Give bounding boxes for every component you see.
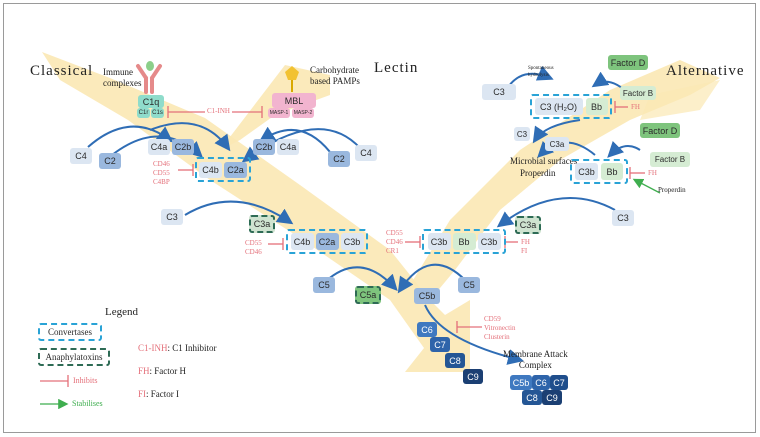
lectin-c2-box: C2 xyxy=(328,151,350,167)
alt-c3a-anaphylatoxin: C3a xyxy=(515,216,541,234)
fluid-phase-c3-convertase: C3 (H₂O) Bb xyxy=(530,94,612,119)
c7-box: C7 xyxy=(430,337,450,352)
alt-bb-box: Bb xyxy=(585,98,608,115)
classical-flow-arrow xyxy=(42,52,470,372)
alternative-c5-convertase: C3b Bb C3b xyxy=(422,229,506,254)
c1inh-label: C1-INH xyxy=(205,107,232,115)
c3-convertase-classical: C4b C2a xyxy=(195,157,251,182)
mac-c8-box: C8 xyxy=(522,390,542,405)
alt-c3-box: C3 xyxy=(482,84,516,100)
c2a-box: C2a xyxy=(224,161,247,178)
alternative-pathway-title: Alternative xyxy=(666,63,745,79)
classical-c4-box: C4 xyxy=(70,148,92,164)
legend-fh: FH: Factor H xyxy=(138,366,187,376)
c5conv-c4b-box: C4b xyxy=(290,233,314,250)
c5b-box: C5b xyxy=(414,288,440,304)
antibody-icon xyxy=(136,64,162,94)
lectin-c4a-box: C4a xyxy=(277,139,299,155)
alt-c3b-box: C3b xyxy=(575,163,598,180)
c5-right-arc xyxy=(397,263,466,294)
altc5-c3b2-box: C3b xyxy=(477,233,501,250)
classical-c3a-anaphylatoxin: C3a xyxy=(249,215,275,233)
c3h2o-box: C3 (H₂O) xyxy=(534,98,583,115)
lectin-c2b-box: C2b xyxy=(253,139,275,155)
alt-fh-label-1: FH xyxy=(631,103,640,111)
c1r-box: C1r xyxy=(137,108,150,118)
pamp-icon xyxy=(285,66,299,80)
classical-c2b-box: C2b xyxy=(172,139,194,155)
classical-c5-convertase: C4b C2a C3b xyxy=(286,229,368,254)
legend-c1inh: C1-INH: C1 Inhibitor xyxy=(138,343,217,353)
mac-c9-box: C9 xyxy=(542,390,562,405)
classical-c4-arc xyxy=(87,125,174,148)
alt-c3-bottom-box: C3 xyxy=(612,210,634,226)
lectin-pathway-title: Lectin xyxy=(374,60,419,76)
alt-c3a-box: C3a xyxy=(545,137,569,151)
c9-box: C9 xyxy=(463,369,483,384)
c8-box: C8 xyxy=(445,353,465,368)
legend-convertases: Convertases xyxy=(38,323,102,341)
c4b-box: C4b xyxy=(199,161,222,178)
mbl-box: MBL xyxy=(272,93,316,108)
c5-left-arc xyxy=(324,266,398,291)
c5b-to-mac-arrow xyxy=(424,304,524,365)
factor-d2-box: Factor D xyxy=(640,123,680,138)
alt-fh-label-2: FH xyxy=(648,169,657,177)
classical-c2-box: C2 xyxy=(99,153,121,169)
masp2-box: MASP-2 xyxy=(292,108,314,118)
legend-inhibits-label: Inhibits xyxy=(73,376,98,385)
alt-c3-small-box: C3 xyxy=(514,127,530,141)
surface-c3-convertase: C3b Bb xyxy=(570,159,628,184)
properdin-stabilise-arrow xyxy=(632,178,661,194)
mac-c5b-box: C5b xyxy=(510,375,532,390)
lectin-c4-box: C4 xyxy=(355,145,377,161)
c5conv-c2a-box: C2a xyxy=(315,233,339,250)
alt-c3-h2o-arc xyxy=(532,119,581,144)
c5a-anaphylatoxin: C5a xyxy=(355,286,381,304)
alternative-upper-arrow xyxy=(640,80,720,120)
mac-c7-box: C7 xyxy=(550,375,568,390)
c6-box: C6 xyxy=(417,322,437,337)
classical-c3-box: C3 xyxy=(161,209,183,225)
masp1-box: MASP-1 xyxy=(268,108,290,118)
c5conv-c3b-box: C3b xyxy=(340,233,364,250)
properdin-label: Properdin xyxy=(658,186,686,194)
c5-left-box: C5 xyxy=(313,277,335,293)
mac-c6-box: C6 xyxy=(532,375,550,390)
classical-c3-arc xyxy=(184,200,294,225)
alt-c3-bottom-arc xyxy=(496,197,616,228)
classical-pathway-title: Classical xyxy=(30,63,94,79)
alt-factorb2-arc xyxy=(607,140,641,158)
classical-c4a-box: C4a xyxy=(148,139,170,155)
legend-title: Legend xyxy=(105,306,138,318)
factor-b2-box: Factor B xyxy=(650,152,690,167)
legend-fi: FI: Factor I xyxy=(138,389,180,399)
legend-anaphylatoxins: Anaphylatoxins xyxy=(38,348,110,366)
classical-c1-arc xyxy=(149,122,231,152)
alt-bb2-box: Bb xyxy=(601,163,623,180)
altc5-c3b-box: C3b xyxy=(427,233,451,250)
c5-right-box: C5 xyxy=(458,277,480,293)
altc5-bb-box: Bb xyxy=(452,233,476,250)
antigen-icon xyxy=(146,61,154,71)
factor-b-box: Factor B xyxy=(620,86,656,100)
c1q-box: C1q xyxy=(138,95,164,108)
c1s-box: C1s xyxy=(151,108,164,118)
lectin-c2-arc xyxy=(258,126,331,153)
alternative-flow-arrow xyxy=(410,60,720,300)
legend-stabilises-label: Stabilises xyxy=(72,399,103,408)
factor-d-box: Factor D xyxy=(608,55,648,70)
